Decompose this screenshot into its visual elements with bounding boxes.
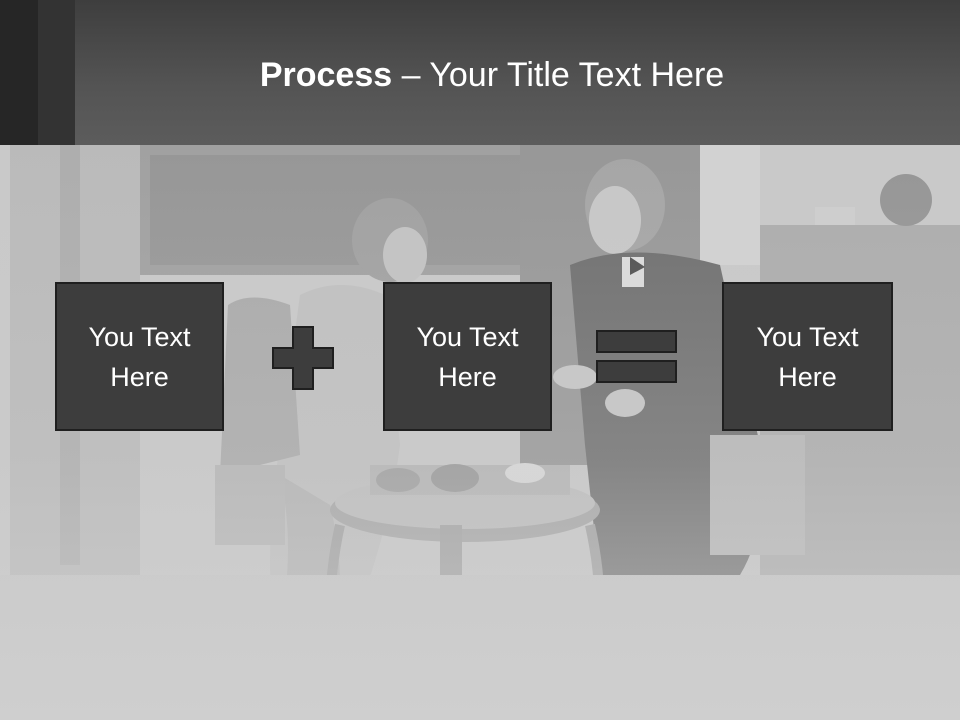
process-step-2[interactable]: You Text Here <box>383 282 552 431</box>
result-line-2: Here <box>778 361 837 392</box>
header-accent-strip <box>0 0 38 145</box>
process-result[interactable]: You Text Here <box>722 282 893 431</box>
step-2-line-2: Here <box>438 361 497 392</box>
slide-title[interactable]: Process – Your Title Text Here <box>0 52 960 98</box>
background-photo <box>0 145 960 720</box>
process-step-1[interactable]: You Text Here <box>55 282 224 431</box>
step-2-text: You Text Here <box>416 317 518 397</box>
plus-icon[interactable] <box>272 326 334 390</box>
header-accent-strip-secondary <box>38 0 75 145</box>
equals-icon[interactable] <box>596 330 678 384</box>
title-regular-text: – Your Title Text Here <box>392 56 725 94</box>
step-1-line-1: You Text <box>88 321 191 352</box>
step-1-line-2: Here <box>110 361 169 392</box>
title-bold-text: Process <box>259 56 393 94</box>
step-2-line-1: You Text <box>416 321 519 352</box>
photo-overlay <box>0 145 960 720</box>
step-1-text: You Text Here <box>88 317 190 397</box>
result-text: You Text Here <box>756 317 858 397</box>
title-bar: Process – Your Title Text Here <box>0 0 960 145</box>
result-line-1: You Text <box>756 321 859 352</box>
